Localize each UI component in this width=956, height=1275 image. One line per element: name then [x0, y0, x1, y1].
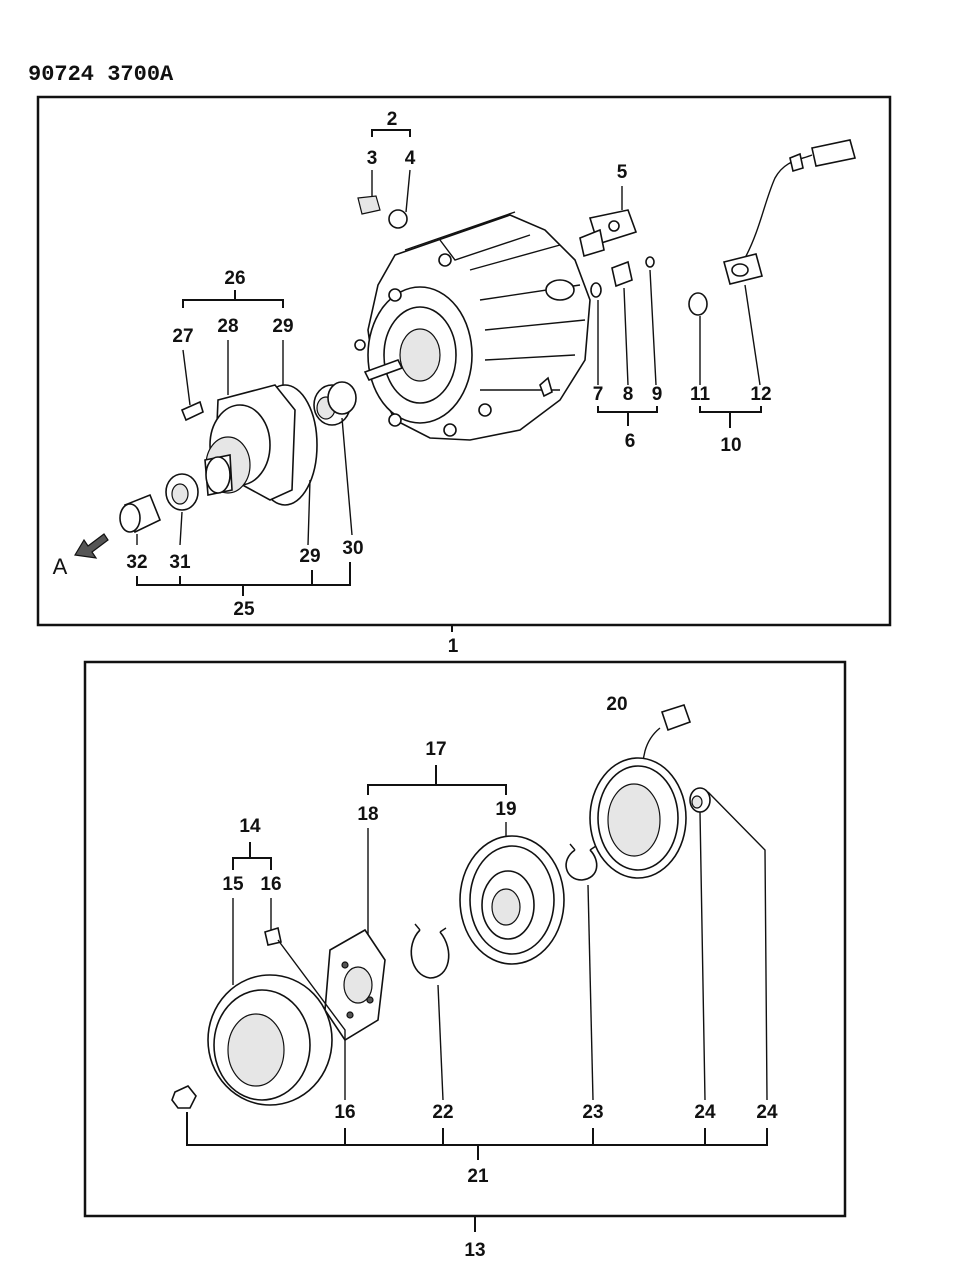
callout-19: 19	[495, 799, 516, 820]
sensor-connector	[811, 139, 857, 167]
plug-part-3	[357, 195, 381, 215]
callout-18: 18	[357, 804, 378, 825]
callout-6: 6	[625, 431, 636, 452]
nut-part	[171, 1085, 197, 1109]
compressor-body	[354, 211, 591, 441]
callout-12: 12	[750, 384, 771, 405]
callout-2: 2	[387, 109, 398, 130]
compressor-assembly-frame	[36, 95, 892, 627]
snap-ring-22: 22	[410, 923, 454, 1123]
callout-21: 21	[467, 1166, 489, 1187]
callout-14: 14	[239, 816, 261, 837]
callout-group-10: 11 12 10	[688, 139, 857, 456]
callout-27: 27	[172, 326, 193, 347]
callout-32: 32	[126, 552, 147, 573]
callout-13: 13	[464, 1240, 485, 1261]
callout-3: 3	[367, 148, 378, 169]
callout-22: 22	[432, 1102, 453, 1123]
view-arrow-icon	[74, 533, 109, 559]
valve-part-8	[611, 260, 633, 288]
callout-31: 31	[169, 552, 191, 573]
callout-26: 26	[224, 268, 245, 289]
callout-group-2: 2 3 4	[357, 109, 416, 229]
snap-ring-23: 23	[565, 843, 604, 1123]
view-marker: A	[53, 554, 68, 579]
callout-16b: 16	[334, 1102, 355, 1123]
callout-4: 4	[405, 148, 416, 169]
callout-1: 1	[448, 636, 459, 657]
front-head-group: 26 27 28 29 32 31 29 30 25 A	[53, 268, 364, 620]
callout-15: 15	[222, 874, 244, 895]
callout-16a: 16	[260, 874, 281, 895]
callout-17: 17	[425, 739, 446, 760]
callout-29a: 29	[272, 316, 293, 337]
callout-20: 20	[606, 694, 627, 715]
bolt-part-27	[180, 400, 204, 422]
bolt-part-16	[264, 926, 282, 946]
sensor-wire	[744, 154, 813, 259]
callout-10: 10	[720, 435, 741, 456]
callout-30: 30	[342, 538, 363, 559]
callout-group-6: 7 8 9 6	[590, 256, 663, 452]
o-ring-part-11	[688, 292, 708, 316]
clutch-assembly-frame	[83, 660, 847, 1218]
callout-group-17: 17 18 19	[324, 739, 565, 1042]
callout-7: 7	[593, 384, 604, 405]
shims-24: 24 24	[689, 787, 778, 1123]
o-ring-part-4	[388, 209, 408, 229]
field-coil-20: 20	[589, 694, 692, 879]
callout-29b: 29	[299, 546, 320, 567]
callout-11: 11	[690, 384, 711, 405]
callout-28: 28	[217, 316, 238, 337]
callout-24a: 24	[694, 1102, 716, 1123]
callout-25: 25	[233, 599, 255, 620]
callout-group-21: 21	[186, 1112, 768, 1187]
callout-5: 5	[617, 162, 628, 183]
callout-8: 8	[623, 384, 634, 405]
callout-9: 9	[652, 384, 663, 405]
document-id: 90724 3700A	[28, 62, 174, 87]
o-ring-part-7	[590, 282, 602, 298]
relief-valve-5: 5	[579, 162, 638, 258]
callout-group-14: 14 15 16 16	[171, 816, 356, 1123]
callout-24b: 24	[756, 1102, 778, 1123]
callout-23: 23	[582, 1102, 603, 1123]
seal-part-9	[645, 256, 655, 268]
